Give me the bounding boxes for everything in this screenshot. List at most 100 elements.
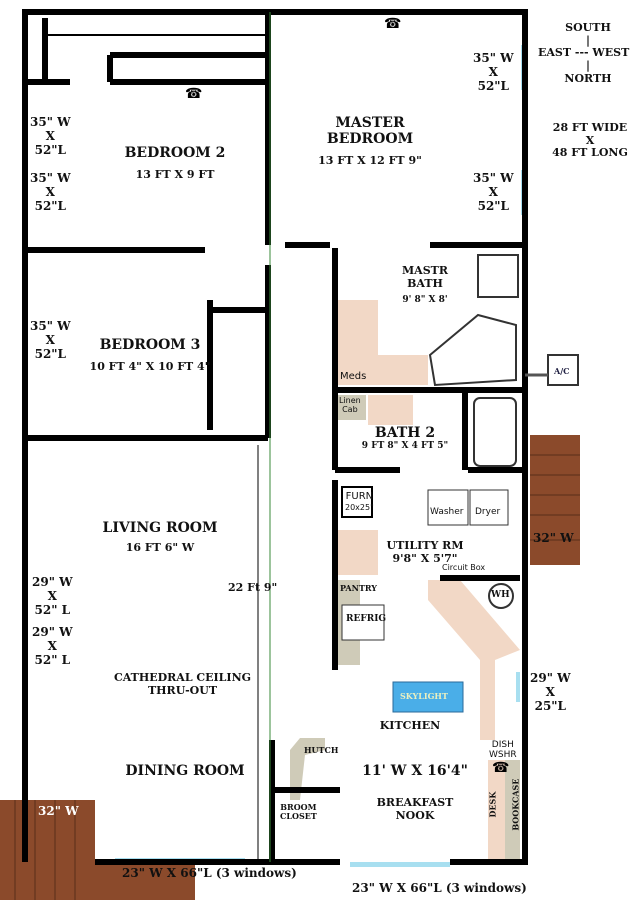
label-line: DISH: [491, 740, 514, 750]
room-dimensions: 13 FT X 12 FT 9": [318, 154, 422, 168]
label-line: X: [488, 184, 498, 199]
label-line: 29" W: [32, 575, 73, 589]
window-label-bottom-right: 23" W X 66"L (3 windows): [352, 881, 527, 895]
room-dimensions: 13 FT X 9 FT: [135, 168, 215, 182]
compass-north: NORTH: [564, 71, 612, 85]
room-dimensions: 16 FT 6" W: [125, 541, 195, 555]
label-line: 29" W: [530, 671, 571, 685]
window-label-bottom-left: 23" W X 66"L (3 windows): [122, 866, 297, 880]
kitchen-dimensions: 11' W X 16'4": [362, 763, 468, 779]
wall-lines: [22, 9, 528, 865]
refrigerator-label: REFRIG: [346, 614, 387, 624]
hutch-label: HUTCH: [304, 745, 339, 755]
living-room-height-dimension: 22 Ft 9": [228, 581, 278, 594]
room-name: BATH 2: [374, 425, 436, 441]
label-line: 29" W: [32, 625, 73, 639]
label-line: 20x25": [345, 502, 374, 512]
label-line: 35" W: [30, 171, 71, 185]
label-line: Linen: [339, 396, 361, 405]
desk-label: DESK: [487, 791, 498, 818]
cathedral-ceiling-note: CATHEDRAL CEILING THRU-OUT: [95, 671, 270, 697]
dryer-box: [469, 489, 509, 526]
label-line: X: [47, 588, 57, 603]
circuit-box-label: Circuit Box: [442, 563, 486, 572]
room-name: NOOK: [395, 808, 435, 822]
bedroom2-label: BEDROOM 2 13 FT X 9 FT: [100, 145, 250, 182]
refrigerator-box: [341, 604, 385, 641]
phone-icon: ☎: [492, 760, 510, 776]
phone-icon: ☎: [384, 16, 402, 32]
bedroom3-label: BEDROOM 3 10 FT 4" X 10 FT 4": [75, 337, 225, 374]
room-dimensions: 10 FT 4" X 10 FT 4": [89, 360, 211, 374]
note-line: THRU-OUT: [147, 683, 218, 697]
dryer-label: Dryer: [475, 507, 501, 517]
phone-icon: ☎: [185, 86, 203, 102]
compass: SOUTH | EAST --- WEST | NORTH: [538, 21, 629, 85]
water-heater-label: WH: [491, 590, 510, 600]
room-dimensions: 9 FT 8" X 4 FT 5": [361, 441, 449, 452]
label-line: 52" L: [34, 652, 71, 667]
skylight-label: SKYLIGHT: [400, 691, 448, 701]
furnace-box: [341, 486, 373, 518]
label-line: 52"L: [34, 142, 66, 157]
label-line: X: [47, 638, 57, 653]
rear-deck: [530, 435, 580, 565]
washer-box: [427, 489, 469, 526]
bookcase-label: BOOKCASE: [510, 778, 521, 831]
room-name: UTILITY RM: [386, 539, 464, 552]
label-line: BROOM: [280, 802, 317, 812]
label-line: WSHR: [489, 750, 517, 761]
label-line: 52" L: [34, 602, 71, 617]
label-line: FURN: [345, 491, 374, 502]
room-name: MASTER: [335, 115, 405, 131]
label-line: Cab: [342, 405, 358, 415]
door-width-label: 32" W: [38, 804, 79, 818]
master-bedroom-label: MASTER BEDROOM 13 FT X 12 FT 9": [300, 115, 440, 168]
room-name: BEDROOM 2: [124, 145, 226, 161]
kitchen-label: KITCHEN: [379, 719, 441, 732]
label-line: X: [45, 332, 55, 347]
label-line: X: [545, 684, 555, 699]
compass-east-west: EAST --- WEST: [538, 46, 630, 60]
bath2-label: BATH 2 9 FT 8" X 4 FT 5": [355, 425, 455, 451]
door-width-label: 32" W: [533, 531, 574, 545]
label-line: 52"L: [477, 78, 509, 93]
master-bath-label: MASTR BATH 9' 8" X 8': [390, 264, 460, 306]
label-line: 35" W: [473, 51, 514, 65]
shower: [477, 254, 519, 298]
water-heater: [488, 583, 514, 609]
compass-south: SOUTH: [565, 21, 611, 34]
compass-bar: |: [585, 33, 590, 47]
label-line: 35" W: [30, 319, 71, 333]
house-length: 48 FT LONG: [552, 146, 628, 160]
counters: [338, 300, 520, 860]
ac-unit: [547, 354, 579, 386]
meds-label: Meds: [340, 371, 367, 382]
room-dimensions: 9'8" X 5'7": [392, 551, 458, 565]
room-name: BREAKFAST: [376, 796, 454, 809]
washer-label: Washer: [430, 507, 464, 517]
house-width: 28 FT WIDE: [552, 121, 628, 134]
size-x: X: [585, 133, 595, 147]
utility-room-label: UTILITY RM 9'8" X 5'7": [380, 539, 470, 565]
label-line: 35" W: [473, 171, 514, 185]
room-name: MASTR: [402, 264, 448, 277]
label-line: 25"L: [534, 698, 566, 713]
dining-room-label: DINING ROOM: [125, 763, 245, 779]
room-name: LIVING ROOM: [102, 520, 218, 536]
label-line: X: [488, 64, 498, 79]
compass-bar: |: [585, 58, 590, 72]
label-line: X: [45, 184, 55, 199]
